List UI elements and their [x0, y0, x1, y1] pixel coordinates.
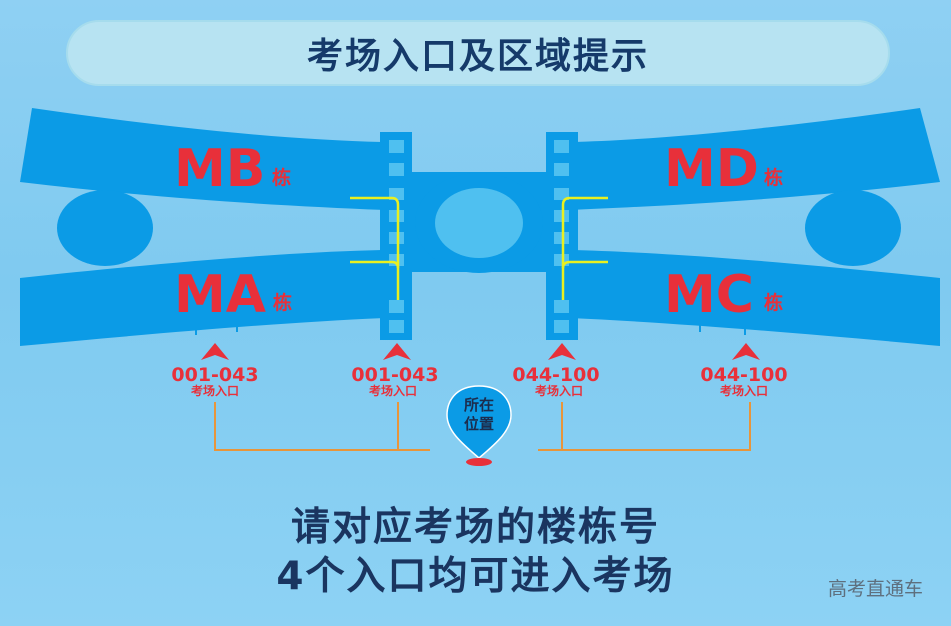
entrance-arrow-icon [201, 343, 229, 360]
building-ma-wing [20, 250, 384, 346]
building-md-wing [570, 108, 940, 210]
wing-pillars [195, 322, 746, 335]
right-oval [805, 190, 901, 266]
entrance-arrow-icon [732, 343, 760, 360]
location-pin-line2: 位置 [464, 415, 494, 433]
building-mb-wing [20, 108, 384, 210]
entrance-3-label: 考场入口 [535, 383, 583, 398]
guide-paths [214, 402, 751, 451]
left-stair-tower [380, 132, 412, 340]
page-title: 考场入口及区域提示 [306, 36, 649, 77]
building-md-suffix: 栋 [764, 166, 783, 189]
building-mb-suffix: 栋 [272, 166, 291, 189]
instruction-line-2: 4个入口均可进入考场 [276, 554, 675, 599]
building-mc-suffix: 栋 [764, 291, 783, 314]
building-mc-label: MC [664, 265, 754, 325]
central-atrium [435, 188, 523, 258]
entrance-4-label: 考场入口 [720, 383, 768, 398]
title-banner: 考场入口及区域提示 [66, 20, 890, 86]
building-ma-suffix: 栋 [273, 291, 292, 314]
location-pin-line1: 所在 [464, 396, 494, 414]
building-ma-label: MA [174, 265, 266, 325]
entrance-arrow-icon [383, 343, 411, 360]
building-mc-wing [570, 250, 940, 346]
entrance-1-range: 001-043 [171, 364, 258, 386]
entrance-arrow-icon [548, 343, 576, 360]
watermark: 高考直通车 [827, 578, 923, 600]
building-md-label: MD [664, 139, 759, 199]
location-pin-icon [446, 385, 512, 466]
building-mb-label: MB [174, 139, 265, 199]
left-oval [57, 190, 153, 266]
entrance-3-range: 044-100 [512, 364, 599, 386]
entrance-2-range: 001-043 [351, 364, 438, 386]
entrance-4-range: 044-100 [700, 364, 787, 386]
yellow-route-markers [350, 196, 608, 300]
entrance-1-label: 考场入口 [191, 383, 239, 398]
entrance-2-label: 考场入口 [369, 383, 417, 398]
instruction-line-1: 请对应考场的楼栋号 [290, 505, 660, 550]
